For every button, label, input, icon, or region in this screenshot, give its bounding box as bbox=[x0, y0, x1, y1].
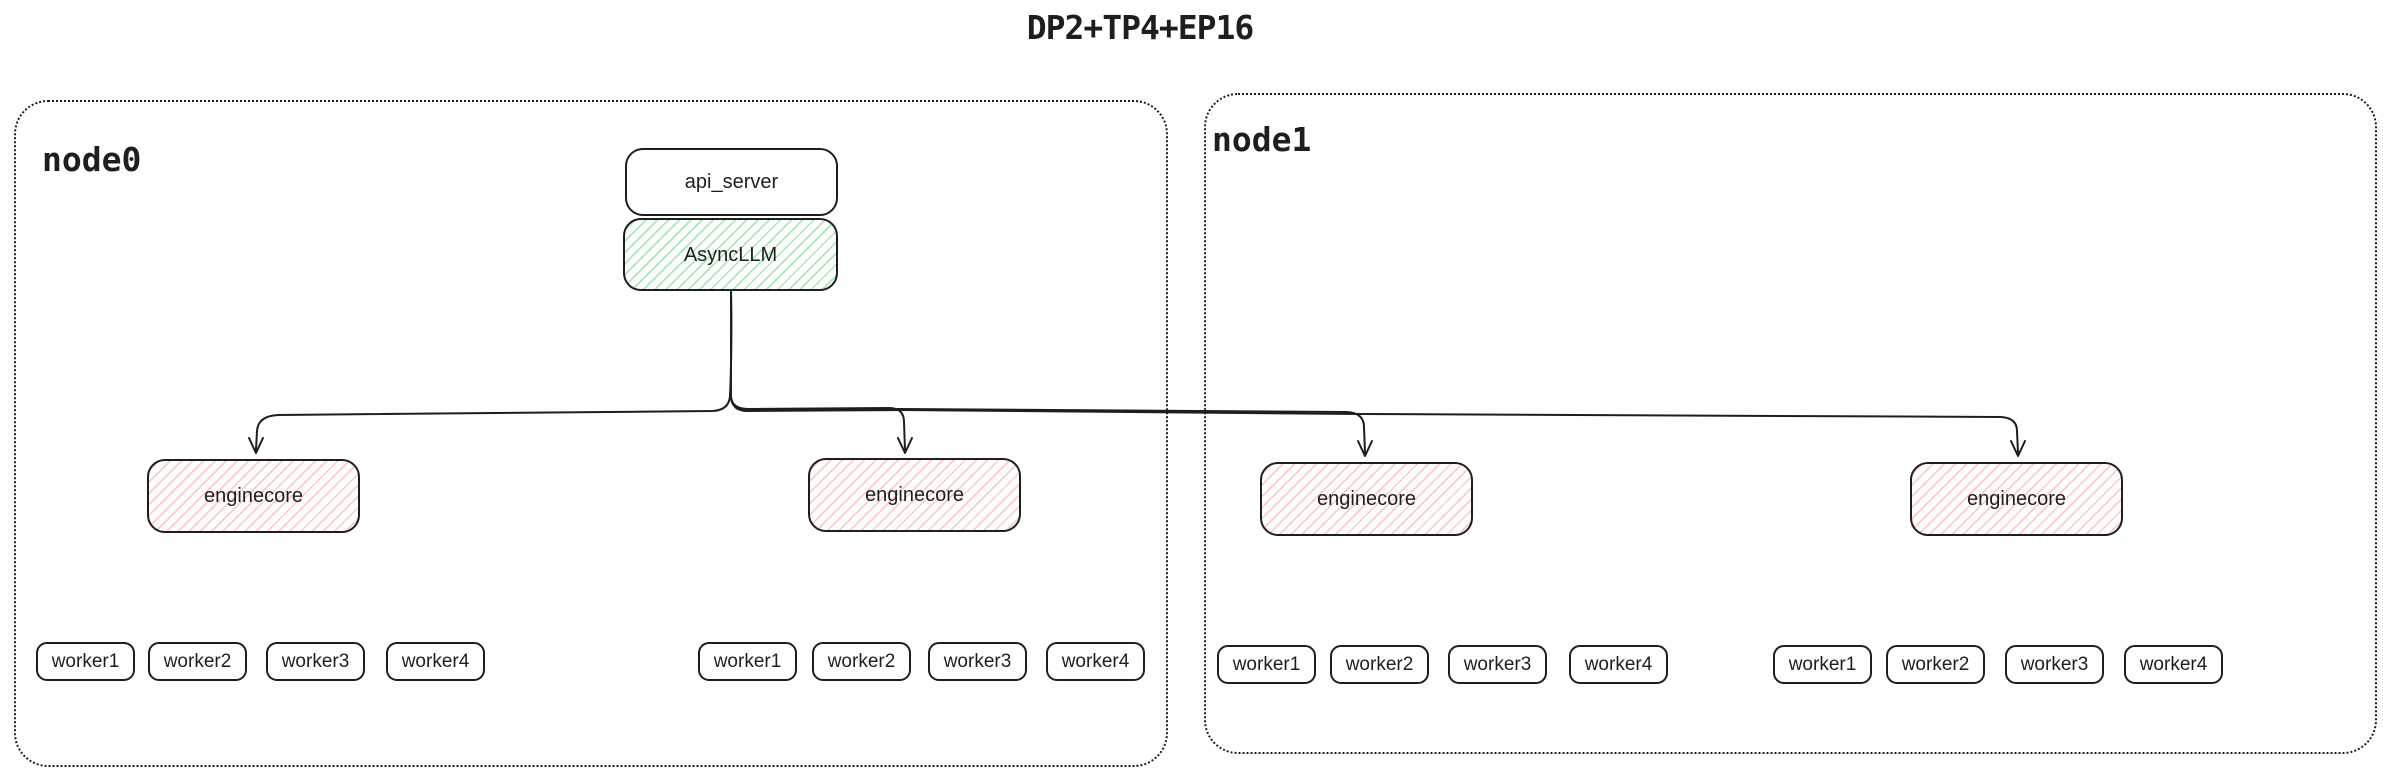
worker-box: worker1 bbox=[36, 642, 135, 681]
worker-box: worker4 bbox=[2124, 645, 2223, 684]
worker-label: worker4 bbox=[401, 651, 470, 672]
worker-box: worker4 bbox=[386, 642, 485, 681]
enginecore-box: enginecore bbox=[147, 459, 360, 533]
api-server-box: api_server bbox=[625, 148, 838, 216]
worker-label: worker1 bbox=[51, 651, 120, 672]
enginecore-label: enginecore bbox=[1317, 488, 1416, 510]
worker-label: worker1 bbox=[1788, 654, 1857, 675]
enginecore-label: enginecore bbox=[1967, 488, 2066, 510]
worker-label: worker3 bbox=[281, 651, 350, 672]
diagram-title: DP2+TP4+EP16 bbox=[1026, 8, 1254, 47]
worker-box: worker2 bbox=[148, 642, 247, 681]
worker-label: worker2 bbox=[163, 651, 232, 672]
worker-label: worker4 bbox=[2139, 654, 2208, 675]
node1-label: node1 bbox=[1212, 120, 1312, 159]
worker-box: worker2 bbox=[1886, 645, 1985, 684]
worker-label: worker1 bbox=[1232, 654, 1301, 675]
worker-box: worker1 bbox=[698, 642, 797, 681]
worker-box: worker3 bbox=[928, 642, 1027, 681]
worker-box: worker3 bbox=[2005, 645, 2104, 684]
worker-label: worker2 bbox=[1901, 654, 1970, 675]
worker-box: worker2 bbox=[812, 642, 911, 681]
node0-label: node0 bbox=[42, 140, 142, 179]
worker-box: worker1 bbox=[1773, 645, 1872, 684]
worker-label: worker4 bbox=[1584, 654, 1653, 675]
worker-label: worker3 bbox=[1463, 654, 1532, 675]
worker-box: worker2 bbox=[1330, 645, 1429, 684]
worker-box: worker3 bbox=[266, 642, 365, 681]
enginecore-box: enginecore bbox=[1910, 462, 2123, 536]
worker-label: worker4 bbox=[1061, 651, 1130, 672]
worker-label: worker1 bbox=[713, 651, 782, 672]
enginecore-box: enginecore bbox=[808, 458, 1021, 532]
enginecore-label: enginecore bbox=[204, 485, 303, 507]
worker-box: worker4 bbox=[1569, 645, 1668, 684]
enginecore-label: enginecore bbox=[865, 484, 964, 506]
asyncllm-box: AsyncLLM bbox=[623, 218, 838, 291]
asyncllm-label: AsyncLLM bbox=[683, 243, 778, 266]
worker-box: worker3 bbox=[1448, 645, 1547, 684]
worker-box: worker4 bbox=[1046, 642, 1145, 681]
worker-label: worker3 bbox=[943, 651, 1012, 672]
worker-box: worker1 bbox=[1217, 645, 1316, 684]
api-server-label: api_server bbox=[684, 171, 779, 193]
enginecore-box: enginecore bbox=[1260, 462, 1473, 536]
worker-label: worker3 bbox=[2020, 654, 2089, 675]
worker-label: worker2 bbox=[1345, 654, 1414, 675]
worker-label: worker2 bbox=[827, 651, 896, 672]
